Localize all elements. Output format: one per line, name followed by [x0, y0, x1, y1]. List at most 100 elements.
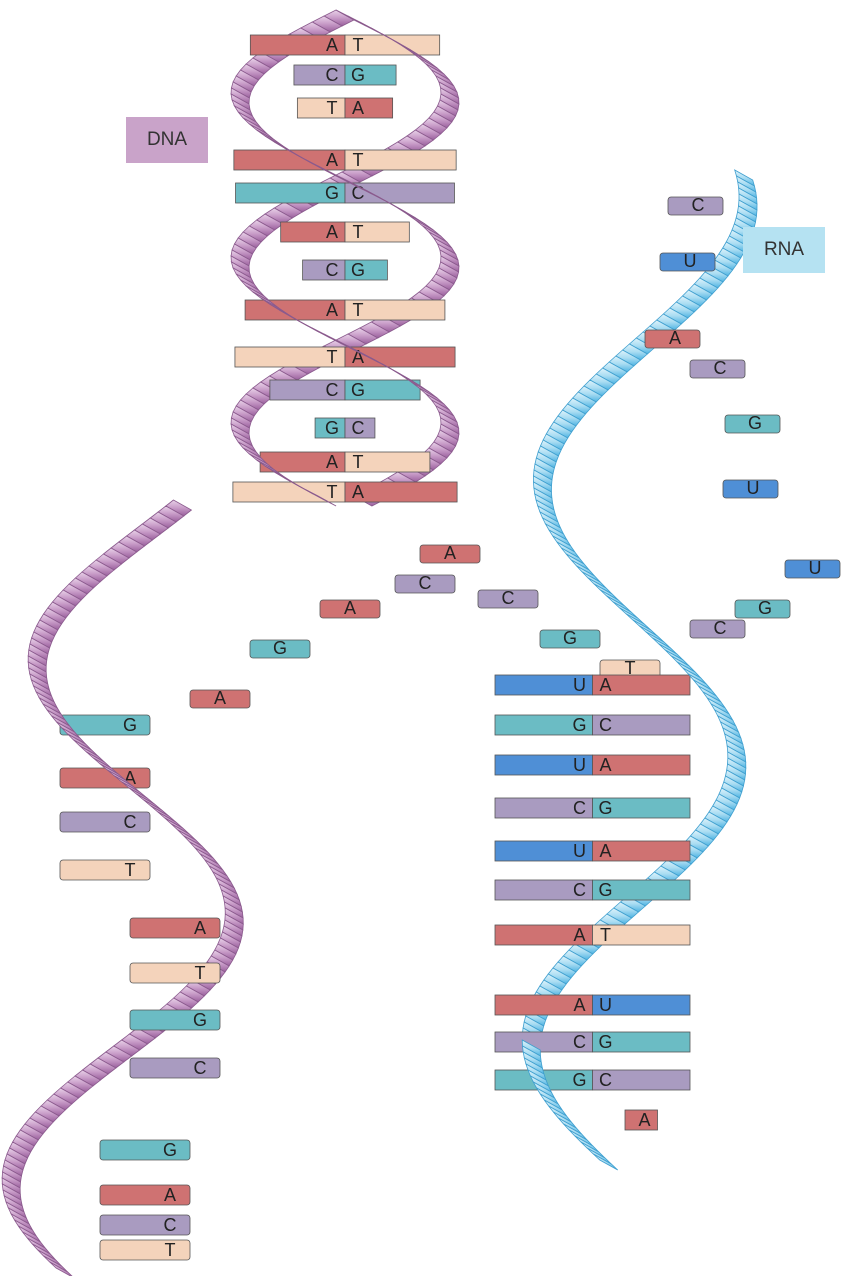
- base-letter: A: [326, 452, 338, 472]
- base-letter: G: [598, 798, 612, 818]
- base-letter: T: [353, 300, 364, 320]
- rna-free-base: U: [660, 251, 715, 271]
- base-letter: G: [598, 880, 612, 900]
- base-letter: G: [325, 183, 339, 203]
- base-letter: A: [599, 675, 611, 695]
- base-letter: A: [326, 300, 338, 320]
- base-letter: G: [325, 418, 339, 438]
- base-letter: A: [214, 688, 226, 708]
- base-letter: A: [638, 1110, 650, 1130]
- base-letter: C: [573, 1032, 586, 1052]
- base-letter: G: [351, 65, 365, 85]
- base-letter: G: [598, 1032, 612, 1052]
- base-letter: T: [353, 150, 364, 170]
- base-letter: C: [714, 358, 727, 378]
- base-letter: A: [599, 755, 611, 775]
- base-letter: U: [573, 841, 586, 861]
- base-letter: G: [748, 413, 762, 433]
- base-letter: T: [327, 482, 338, 502]
- dna-template-base: C: [478, 588, 538, 608]
- base-letter: G: [163, 1140, 177, 1160]
- base-letter: T: [353, 35, 364, 55]
- dna-lower-base: T: [100, 1240, 190, 1260]
- base-letter: G: [273, 638, 287, 658]
- rna-dna-hybrid-pair: CG: [495, 798, 690, 818]
- base-letter: U: [573, 675, 586, 695]
- dna-template-base: C: [395, 573, 455, 593]
- rna-free-base: C: [690, 618, 745, 638]
- base-letter: C: [194, 1058, 207, 1078]
- dna-base-pair: TA: [297, 98, 392, 118]
- dna-lower-base: T: [130, 963, 220, 983]
- dna-template-base: A: [190, 688, 250, 708]
- dna-base-pair: AT: [281, 222, 410, 242]
- dna-lower-base: A: [60, 768, 150, 788]
- base-letter: A: [326, 35, 338, 55]
- dna-template-base: G: [540, 628, 600, 648]
- rna-free-base: C: [690, 358, 745, 378]
- base-letter: T: [353, 222, 364, 242]
- dna-lower-base: A: [130, 918, 220, 938]
- base-letter: G: [123, 715, 137, 735]
- base-letter: G: [563, 628, 577, 648]
- dna-lower-base: C: [130, 1058, 220, 1078]
- base-letter: C: [352, 418, 365, 438]
- rna-free-base: G: [725, 413, 780, 433]
- base-letter: A: [599, 841, 611, 861]
- base-letter: U: [599, 995, 612, 1015]
- base-letter: A: [164, 1185, 176, 1205]
- base-letter: C: [124, 812, 137, 832]
- base-letter: A: [326, 222, 338, 242]
- base-letter: U: [573, 755, 586, 775]
- base-letter: U: [684, 251, 697, 271]
- base-letter: U: [809, 558, 822, 578]
- rna-free-base: U: [723, 478, 778, 498]
- dna-template-base: A: [320, 598, 380, 618]
- dna-lower-base: A: [100, 1185, 190, 1205]
- rna-backbone-segment: [593, 1154, 617, 1170]
- dna-template-base: A: [420, 543, 480, 563]
- base-letter: C: [164, 1215, 177, 1235]
- base-letter: U: [747, 478, 760, 498]
- base-letter: T: [125, 860, 136, 880]
- rna-free-base: G: [735, 598, 790, 618]
- dna-base-pair: TA: [235, 347, 455, 367]
- rna-free-base: C: [668, 195, 723, 215]
- base-letter: A: [444, 543, 456, 563]
- base-letter: G: [572, 1070, 586, 1090]
- base-letter: C: [573, 798, 586, 818]
- base-letter: A: [194, 918, 206, 938]
- base-letter: T: [600, 925, 611, 945]
- dna-label: DNA: [126, 117, 208, 163]
- base-letter: C: [692, 195, 705, 215]
- dna-lower-base: C: [100, 1215, 190, 1235]
- base-letter: C: [326, 260, 339, 280]
- rna-free-base: A: [645, 328, 700, 348]
- base-letter: C: [326, 380, 339, 400]
- base-letter: G: [351, 260, 365, 280]
- base-letter: T: [195, 963, 206, 983]
- dna-lower-base: T: [60, 860, 150, 880]
- base-letter: C: [502, 588, 515, 608]
- base-letter: G: [193, 1010, 207, 1030]
- base-letter: C: [573, 880, 586, 900]
- dna-lower-base: G: [130, 1010, 220, 1030]
- dna-template-base: G: [250, 638, 310, 658]
- base-letter: T: [327, 347, 338, 367]
- base-letter: A: [326, 150, 338, 170]
- rna-label: RNA: [743, 227, 825, 273]
